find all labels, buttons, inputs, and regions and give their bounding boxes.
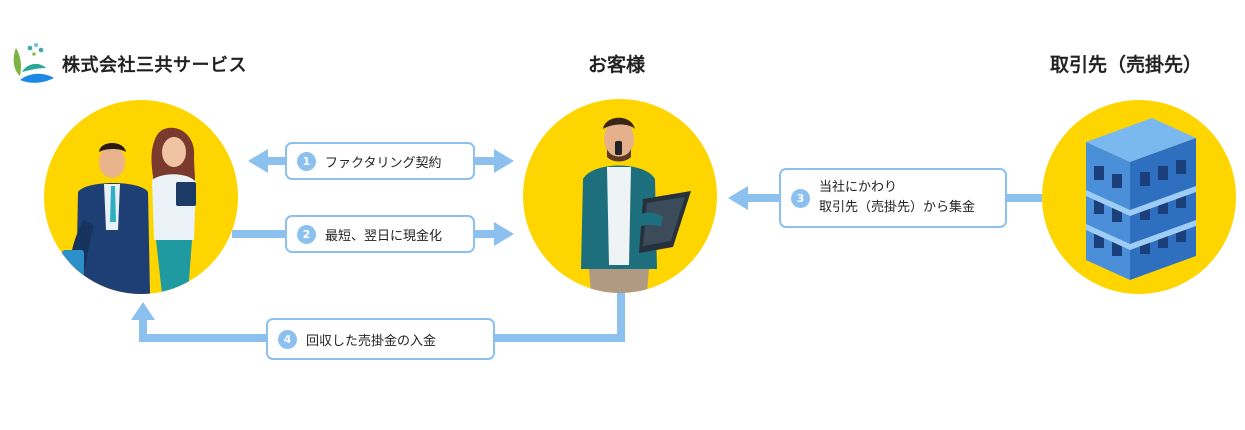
step-2-number: 2 <box>297 224 316 244</box>
company-name: 株式会社三共サービス <box>62 55 247 76</box>
customer-heading: お客様 <box>588 54 646 76</box>
step-1-number: 1 <box>297 151 316 171</box>
step-4-label: 4 回収した売掛金の入金 <box>266 318 495 360</box>
step-3-text-line2: 取引先（売掛先）から集金 <box>819 200 976 215</box>
step-1-text: ファクタリング契約 <box>325 155 442 171</box>
arrow-1-head-right <box>494 149 514 173</box>
step-4-text: 回収した売掛金の入金 <box>306 333 437 349</box>
arrow-1-head-left <box>248 149 268 173</box>
step-2-label: 2 最短、翌日に現金化 <box>285 215 475 253</box>
arrow-4-up <box>139 316 147 342</box>
step-3-label: 3 当社にかわり 取引先（売掛先）から集金 <box>779 168 1007 228</box>
step-3-text-line1: 当社にかわり <box>819 180 898 195</box>
step-2-text: 最短、翌日に現金化 <box>325 228 443 244</box>
step-3-number: 3 <box>791 188 810 208</box>
leaf-logo-icon <box>13 43 54 83</box>
step-1-label: 1 ファクタリング契約 <box>285 142 475 180</box>
step-4-number: 4 <box>278 329 297 349</box>
trading-partner-heading: 取引先（売掛先） <box>1050 54 1203 76</box>
customer-illustration <box>523 99 717 293</box>
building-illustration <box>1042 100 1236 294</box>
arrow-4-head <box>131 302 155 320</box>
company-staff-illustration <box>44 100 238 294</box>
arrow-3-head <box>728 186 748 210</box>
arrow-4-down <box>617 292 625 342</box>
company-logo: 株式会社三共サービス <box>10 42 247 86</box>
arrow-2-head <box>494 222 514 246</box>
